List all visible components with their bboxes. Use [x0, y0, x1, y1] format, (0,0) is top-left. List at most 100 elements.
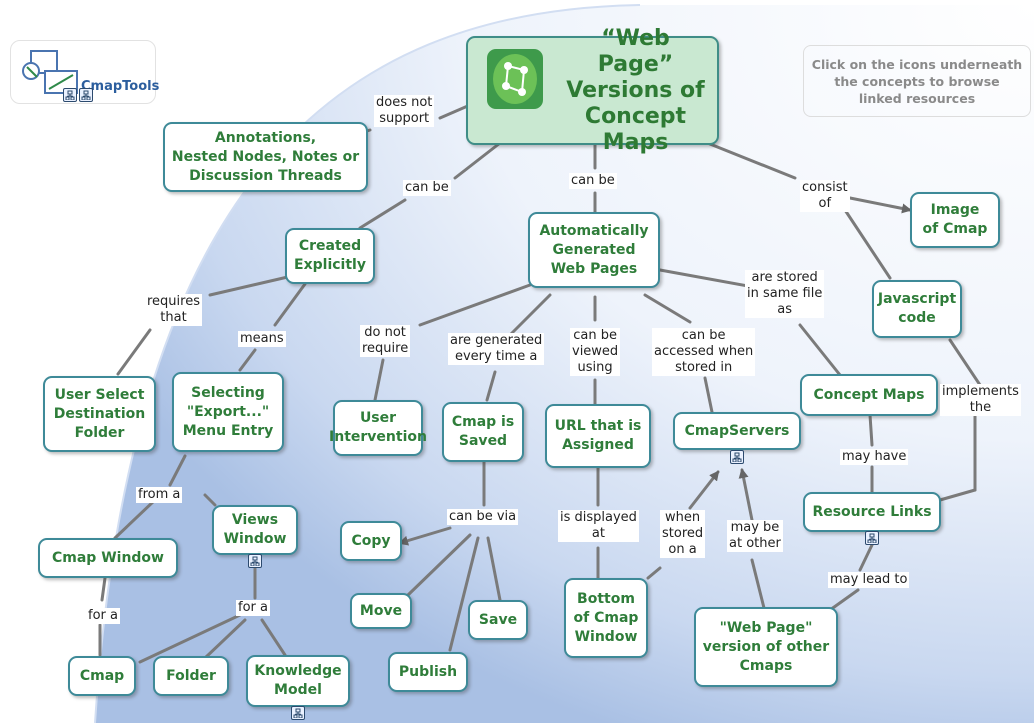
node-cmapservers-label: CmapServers: [684, 422, 790, 439]
cmap-resource-icon[interactable]: [79, 88, 93, 102]
link-line: [238, 348, 257, 372]
link-label-can-be-viewed: can be viewed using: [570, 328, 621, 376]
node-root-label: “Web Page” Versions of Concept Maps: [566, 25, 705, 155]
link-line: [203, 493, 217, 507]
node-concept-maps-label: Concept Maps: [813, 386, 925, 403]
node-cmap[interactable]: Cmap: [68, 656, 136, 696]
node-move-label: Move: [359, 602, 403, 619]
link-label-when-stored-on-a: when stored on a: [660, 510, 706, 558]
node-user-intervention[interactable]: User Intervention: [329, 400, 427, 456]
link-label-can-be-left: can be: [403, 180, 451, 196]
node-created-explicitly[interactable]: Created Explicitly: [285, 228, 375, 284]
node-move[interactable]: Move: [350, 593, 412, 629]
node-selecting-export-label: Selecting "Export..." Menu Entry: [182, 384, 274, 439]
hierarchy-glyph-icon: [65, 90, 75, 100]
link-line: [260, 618, 287, 657]
link-line: [643, 293, 692, 324]
node-javascript-code[interactable]: Javascript code: [872, 280, 962, 338]
node-folder-label: Folder: [166, 667, 216, 684]
link-line: [703, 376, 714, 414]
link-line: [858, 543, 874, 572]
node-publish-label: Publish: [398, 663, 458, 680]
link-line: [358, 198, 407, 230]
link-label-requires-that: requires that: [145, 294, 202, 326]
link-line: [508, 293, 552, 337]
node-concept-maps[interactable]: Concept Maps: [800, 374, 938, 416]
node-annotations[interactable]: Annotations, Nested Nodes, Notes or Disc…: [163, 122, 368, 192]
node-cmap-is-saved[interactable]: Cmap is Saved: [442, 402, 524, 462]
node-knowledge-model-label: Knowledge Model: [254, 663, 342, 698]
cmaptools-logo-icon: [22, 50, 78, 94]
node-web-page-other[interactable]: "Web Page" version of other Cmaps: [694, 607, 838, 687]
node-bottom-window-label: Bottom of Cmap Window: [573, 590, 639, 645]
node-auto-generated[interactable]: Automatically Generated Web Pages: [528, 212, 660, 288]
link-line: [138, 613, 242, 664]
node-image-of-cmap-label: Image of Cmap: [922, 202, 988, 237]
link-label-can-be-accessed: can be accessed when stored in: [652, 328, 756, 376]
link-line: [203, 618, 247, 660]
link-label-may-have: may have: [840, 449, 909, 465]
node-bottom-window[interactable]: Bottom of Cmap Window: [564, 578, 648, 658]
link-label-are-generated: are generated every time a: [448, 333, 545, 365]
link-line: [168, 454, 187, 487]
node-copy[interactable]: Copy: [340, 521, 402, 561]
node-cmap-is-saved-label: Cmap is Saved: [451, 414, 515, 449]
node-save-label: Save: [478, 611, 518, 628]
link-line: [100, 576, 107, 602]
link-line: [798, 323, 842, 377]
node-resource-links-label: Resource Links: [812, 503, 932, 520]
node-folder[interactable]: Folder: [153, 656, 229, 696]
node-root[interactable]: “Web Page” Versions of Concept Maps: [466, 26, 719, 155]
link-label-is-displayed-at: is displayed at: [558, 510, 639, 542]
link-line: [688, 470, 720, 510]
node-url-assigned[interactable]: URL that is Assigned: [545, 404, 651, 468]
link-line: [750, 558, 767, 614]
node-url-assigned-label: URL that is Assigned: [554, 418, 642, 453]
link-line: [486, 536, 502, 602]
node-save[interactable]: Save: [468, 600, 528, 640]
link-line: [448, 536, 480, 652]
link-line: [406, 533, 472, 597]
views-window-resource-icon[interactable]: [248, 554, 262, 568]
link-label-consist-of: consist of: [800, 180, 850, 212]
node-cmap-window[interactable]: Cmap Window: [38, 538, 178, 578]
node-cmapservers[interactable]: CmapServers: [673, 412, 801, 450]
node-user-intervention-label: User Intervention: [329, 410, 427, 445]
link-line: [208, 274, 294, 297]
node-image-of-cmap[interactable]: Image of Cmap: [910, 192, 1000, 248]
link-line: [116, 328, 152, 376]
node-javascript-code-label: Javascript code: [877, 291, 957, 326]
link-label-does-not-support: does not support: [374, 95, 435, 127]
resource-links-resource-icon[interactable]: [865, 531, 879, 545]
cmapservers-resource-icon[interactable]: [730, 450, 744, 464]
link-line: [398, 526, 452, 546]
link-line: [938, 488, 977, 502]
node-publish[interactable]: Publish: [388, 652, 468, 692]
node-views-window[interactable]: Views Window: [212, 505, 298, 555]
hierarchy-glyph-icon: [250, 556, 260, 566]
link-line: [418, 283, 532, 327]
node-views-window-label: Views Window: [223, 512, 287, 547]
hierarchy-glyph-icon: [867, 533, 877, 543]
link-line: [698, 138, 797, 180]
cmaptools-logo-text: CmapTools: [81, 79, 160, 94]
node-auto-generated-label: Automatically Generated Web Pages: [539, 222, 649, 277]
node-cmap-label: Cmap: [79, 667, 125, 684]
link-line: [373, 358, 385, 402]
link-line: [438, 103, 472, 120]
link-line: [485, 370, 497, 402]
link-line: [948, 338, 982, 387]
node-user-select[interactable]: User Select Destination Folder: [43, 376, 156, 452]
node-resource-links[interactable]: Resource Links: [803, 492, 941, 532]
node-created-explicitly-label: Created Explicitly: [294, 238, 366, 273]
node-knowledge-model[interactable]: Knowledge Model: [246, 655, 350, 707]
knowledge-model-resource-icon[interactable]: [291, 706, 305, 720]
document-resource-icon[interactable]: [63, 88, 77, 102]
link-label-for-a-mid: for a: [236, 600, 270, 616]
hierarchy-glyph-icon: [732, 452, 742, 462]
concept-map-globe-icon: [487, 49, 543, 109]
node-web-page-other-label: "Web Page" version of other Cmaps: [702, 619, 830, 674]
link-label-can-be-via: can be via: [447, 509, 519, 525]
hierarchy-glyph-icon: [81, 90, 91, 100]
node-selecting-export[interactable]: Selecting "Export..." Menu Entry: [172, 372, 284, 452]
